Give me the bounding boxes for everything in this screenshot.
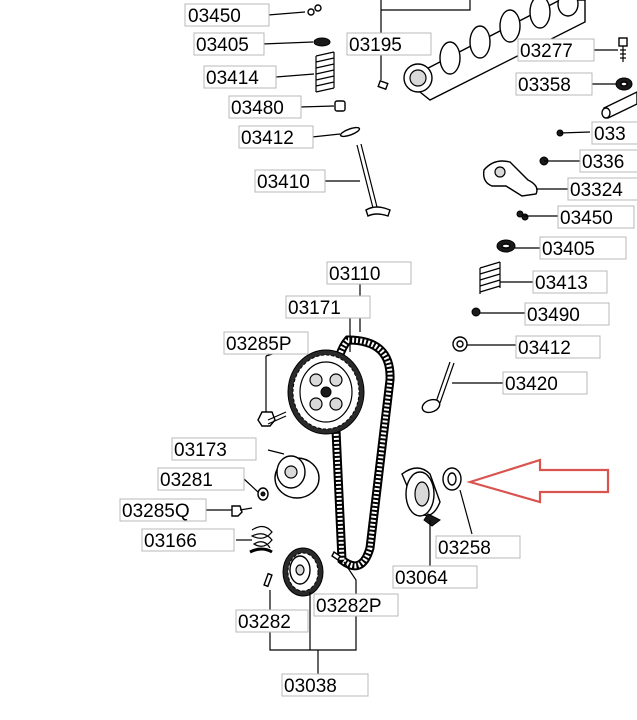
crank-sprocket xyxy=(282,547,324,597)
svg-text:03405: 03405 xyxy=(196,35,249,56)
svg-text:03064: 03064 xyxy=(395,568,448,589)
label-03324: 03324 xyxy=(567,177,637,201)
svg-text:03450: 03450 xyxy=(188,6,241,27)
svg-text:0336: 0336 xyxy=(582,152,624,173)
spacer-03281 xyxy=(257,487,269,501)
washer-03412-right xyxy=(452,336,468,352)
label-03413: 03413 xyxy=(532,270,608,294)
svg-text:03450: 03450 xyxy=(560,208,613,229)
svg-text:03166: 03166 xyxy=(144,531,197,552)
svg-text:03324: 03324 xyxy=(570,180,623,201)
label-03414: 03414 xyxy=(203,65,277,89)
label-03166: 03166 xyxy=(141,528,235,552)
label-03410: 03410 xyxy=(254,169,326,193)
label-03412-right: 03412 xyxy=(515,335,601,359)
label-03363: 0336 xyxy=(579,149,637,173)
label-03173: 03173 xyxy=(171,437,257,461)
retainer-03405-right xyxy=(496,239,516,253)
svg-text:03038: 03038 xyxy=(284,676,337,697)
svg-text:03173: 03173 xyxy=(174,440,227,461)
label-0333: 033 xyxy=(591,121,637,145)
spring-03413 xyxy=(479,261,501,294)
label-03480: 03480 xyxy=(228,95,302,119)
bolt-03285Q xyxy=(231,505,253,517)
svg-text:03413: 03413 xyxy=(535,273,588,294)
svg-text:03410: 03410 xyxy=(257,172,310,193)
label-03282P: 03282P xyxy=(313,593,399,617)
svg-text:03281: 03281 xyxy=(160,470,213,491)
label-03412-left: 03412 xyxy=(238,125,314,149)
washer-03358 xyxy=(615,77,633,91)
label-03258: 03258 xyxy=(435,535,521,559)
label-03285P: 03285P xyxy=(223,331,309,355)
rocker-03324 xyxy=(482,160,538,197)
label-03064: 03064 xyxy=(392,565,478,589)
label-03282: 03282 xyxy=(235,609,309,633)
svg-text:03282P: 03282P xyxy=(316,596,382,617)
screw-0333 xyxy=(556,129,591,137)
label-03490: 03490 xyxy=(524,302,610,326)
valve-03410 xyxy=(356,143,391,217)
oil-seal-03064 xyxy=(401,467,441,527)
seal-03490 xyxy=(471,307,481,317)
cam-pulley-03171 xyxy=(287,349,365,435)
svg-text:03171: 03171 xyxy=(288,298,341,319)
spring-03166 xyxy=(249,525,273,554)
spring-03414 xyxy=(315,51,335,93)
washer-03258 xyxy=(442,467,462,491)
key-03282 xyxy=(263,572,273,588)
svg-text:033: 033 xyxy=(594,124,626,145)
label-03277: 03277 xyxy=(517,38,595,62)
shaft-right xyxy=(601,91,637,119)
label-03450-left: 03450 xyxy=(184,3,270,27)
bolt-03285P xyxy=(257,356,287,427)
svg-text:03405: 03405 xyxy=(542,239,595,260)
svg-text:03412: 03412 xyxy=(518,338,571,359)
svg-text:03285Q: 03285Q xyxy=(122,501,190,522)
svg-text:03110: 03110 xyxy=(329,264,380,285)
svg-text:03414: 03414 xyxy=(206,68,259,89)
bolt-03277 xyxy=(618,37,628,62)
label-03038: 03038 xyxy=(281,673,369,697)
label-03405-right: 03405 xyxy=(539,236,627,260)
svg-text:03490: 03490 xyxy=(527,305,580,326)
label-03405-left: 03405 xyxy=(193,32,265,56)
seal-03480 xyxy=(334,100,346,112)
tensioner-03173 xyxy=(274,455,320,499)
label-03110: 03110 xyxy=(326,261,412,285)
highlight-arrow xyxy=(466,458,610,504)
svg-text:03480: 03480 xyxy=(231,98,284,119)
label-03285Q: 03285Q xyxy=(119,498,207,522)
label-03281: 03281 xyxy=(157,467,245,491)
pin-03195 xyxy=(377,79,389,91)
keeper-03450-left xyxy=(307,4,322,16)
valve-03420 xyxy=(421,361,455,414)
svg-text:03412: 03412 xyxy=(241,128,294,149)
svg-text:03358: 03358 xyxy=(518,75,571,96)
label-03171: 03171 xyxy=(285,295,371,319)
svg-text:03285P: 03285P xyxy=(226,334,292,355)
washer-03412-left xyxy=(339,126,361,138)
svg-text:03420: 03420 xyxy=(505,374,558,395)
retainer-03405-left xyxy=(313,37,331,47)
label-03450-right: 03450 xyxy=(557,205,635,229)
label-03358: 03358 xyxy=(515,72,593,96)
svg-text:03277: 03277 xyxy=(520,41,573,62)
svg-text:03195: 03195 xyxy=(349,35,402,56)
label-03195: 03195 xyxy=(346,32,432,56)
camshaft xyxy=(403,0,586,101)
svg-text:03258: 03258 xyxy=(438,538,491,559)
pin-03282P xyxy=(331,550,341,562)
label-03420: 03420 xyxy=(502,371,588,395)
svg-text:03282: 03282 xyxy=(238,612,291,633)
